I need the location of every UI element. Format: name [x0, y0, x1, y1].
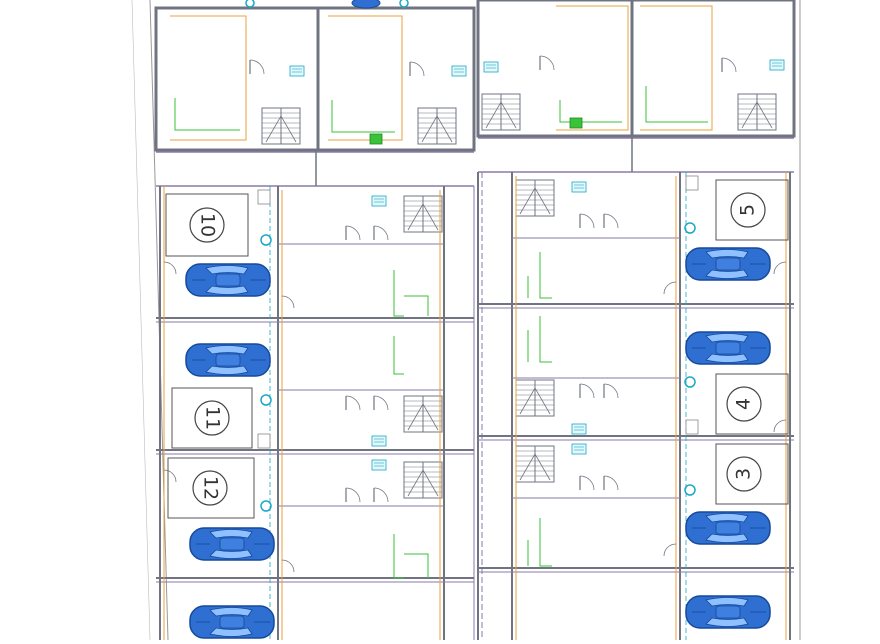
parking-right: [685, 172, 791, 640]
bay-4: 4: [715, 373, 789, 435]
bay-10: 10: [165, 193, 249, 257]
right-row: [478, 172, 794, 640]
top-right-unit-outline: [476, 0, 796, 138]
bay-number-label: 11: [202, 406, 224, 430]
bay-number-label: 12: [200, 476, 222, 500]
light-fixture-icon: [260, 394, 272, 406]
light-fixture-icon: [260, 234, 272, 246]
top-block: [154, 0, 796, 187]
car-icon: [189, 527, 275, 561]
bay-number-label: 5: [737, 204, 759, 216]
left-row: [156, 186, 474, 640]
bay-number-label: 10: [197, 213, 219, 237]
bay-5: 5: [715, 179, 789, 241]
car-icon: [685, 247, 771, 281]
light-fixture-icon: [684, 222, 696, 234]
car-icon: [185, 263, 271, 297]
light-fixture-icon: [684, 376, 696, 388]
bay-number-label: 3: [733, 468, 755, 480]
car-icon: [185, 343, 271, 377]
car-icon: [685, 331, 771, 365]
bay-12: 12: [167, 457, 255, 519]
car-icon: [685, 595, 771, 629]
bay-number-label: 4: [733, 398, 755, 410]
site-boundary-outer: [131, 0, 151, 641]
light-fixture-icon: [684, 484, 696, 496]
bay-11: 11: [171, 387, 253, 449]
car-icon: [685, 511, 771, 545]
light-fixture-icon: [260, 500, 272, 512]
facade-doors: [163, 261, 787, 573]
light-fixture-icon: [245, 0, 255, 8]
car-icon: [189, 605, 275, 639]
light-fixtures: [245, 0, 696, 512]
bay-3: 3: [715, 443, 789, 505]
top-left-unit-outline: [154, 6, 476, 152]
light-fixture-icon: [399, 0, 409, 8]
